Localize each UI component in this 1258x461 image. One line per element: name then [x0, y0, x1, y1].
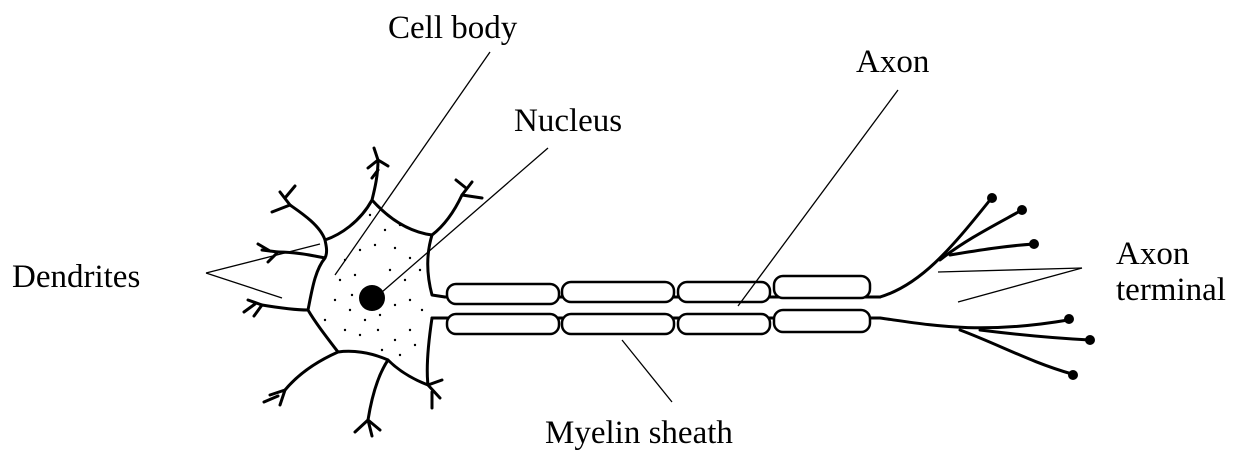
axon-terminal-label-line1: Axon: [1116, 236, 1226, 272]
axon-terminal-label: Axon terminal: [1116, 236, 1226, 308]
nucleus: [359, 285, 385, 311]
axon-terminal-branches: [880, 200, 1090, 374]
cell-body-label: Cell body: [388, 10, 517, 46]
axon-terminal-label-line2: terminal: [1116, 272, 1226, 308]
dendrites-label: Dendrites: [12, 259, 140, 295]
myelin-sheath-segments: [447, 276, 870, 334]
myelin-sheath-label: Myelin sheath: [545, 415, 733, 451]
nucleus-label: Nucleus: [514, 103, 622, 139]
axon-label: Axon: [856, 44, 929, 80]
